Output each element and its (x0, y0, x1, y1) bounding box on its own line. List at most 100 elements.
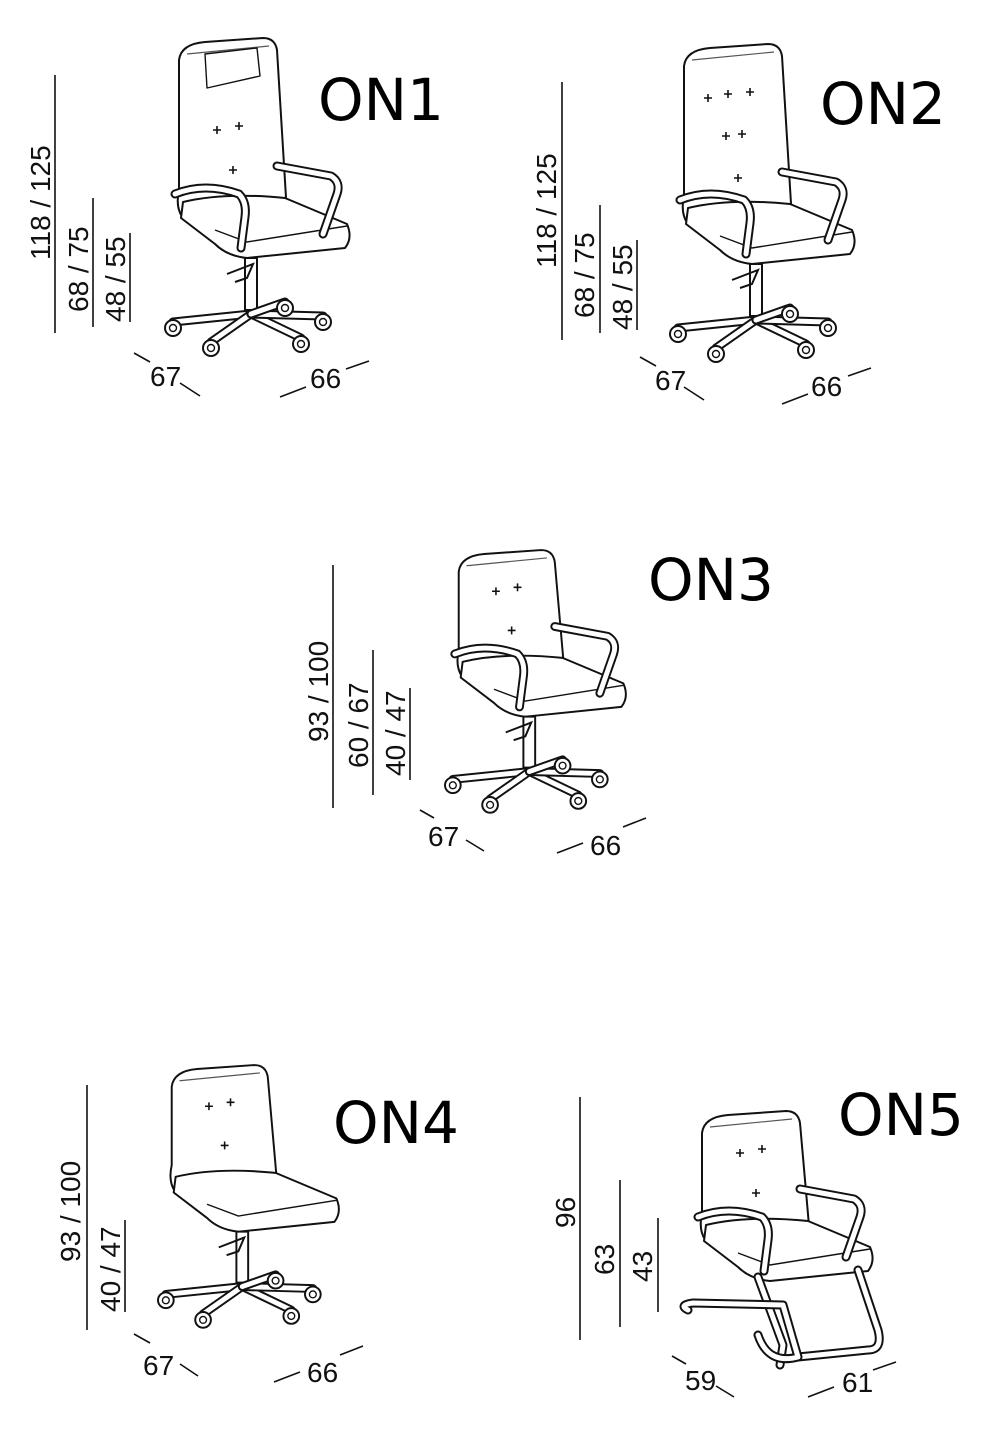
height-armrest: 68 / 75 (569, 232, 600, 318)
armrest-right (779, 169, 846, 243)
caster-hub (318, 317, 328, 327)
height-total: 96 (550, 1197, 581, 1228)
tuft-button (758, 1145, 766, 1153)
chair-drawing-on3 (444, 549, 627, 814)
tuft-button (734, 174, 742, 182)
caster-hub (673, 329, 683, 339)
caster-hub (448, 781, 457, 790)
height-seat: 48 / 55 (607, 244, 638, 330)
tuft-button (205, 1102, 213, 1111)
tuft-button (746, 88, 754, 96)
tuft-button (235, 122, 243, 130)
width-label: 66 (310, 363, 341, 394)
model-label: ON5 (838, 1081, 964, 1149)
tuft-button (738, 130, 746, 138)
backrest-edge (691, 51, 775, 61)
tilt-lever (218, 1235, 247, 1257)
armrest-left (452, 645, 527, 710)
tuft-button (722, 132, 730, 140)
caster-hub (574, 796, 583, 806)
tuft-button (492, 587, 500, 596)
tuft-button (724, 90, 732, 98)
base-leg (450, 769, 532, 782)
model-label: ON2 (820, 70, 946, 138)
height-seat: 43 (627, 1251, 658, 1282)
model-label: ON3 (648, 546, 774, 614)
depth-label: 67 (143, 1350, 174, 1381)
tuft-button (513, 583, 522, 592)
caster-hub (595, 775, 604, 784)
sled-right-leg (795, 1267, 882, 1360)
tuft-button (226, 1098, 235, 1107)
height-total: 93 / 100 (303, 641, 334, 742)
seat-edge (737, 1248, 871, 1266)
armrest-left (677, 191, 753, 257)
sled-left-leg (681, 1300, 801, 1362)
chair-drawing-on2 (669, 43, 856, 363)
model-on2: ON2 118 / 125 68 / 75 48 / 55 67 66 (531, 43, 946, 405)
seat-edge (493, 684, 624, 702)
base-leg (208, 311, 254, 345)
base-leg (200, 1284, 245, 1317)
tuft-button (220, 1141, 229, 1150)
tuft-button (229, 166, 237, 174)
depth-label: 59 (685, 1365, 716, 1396)
caster-hub (308, 1290, 317, 1299)
backrest-edge (466, 557, 547, 567)
seat-edge (214, 225, 348, 243)
caster-hub (168, 323, 178, 333)
caster-hub (801, 345, 811, 355)
seat (172, 1169, 340, 1233)
caster-hub (711, 349, 721, 359)
caster-hub (161, 1296, 170, 1305)
armrest-right (552, 624, 618, 696)
model-on5: ON5 96 63 43 59 61 (550, 1081, 964, 1398)
height-total: 118 / 125 (531, 153, 562, 268)
caster-hub (271, 1276, 280, 1285)
height-seat: 48 / 55 (100, 236, 131, 322)
tuft-button (736, 1149, 744, 1157)
height-armrest: 68 / 75 (63, 226, 94, 312)
tilt-lever (226, 262, 255, 283)
caster-hub (198, 1315, 208, 1324)
seat (180, 194, 351, 259)
tuft-button (507, 626, 516, 635)
chair-drawing-on4 (157, 1064, 340, 1329)
backrest (169, 1064, 279, 1203)
seat-edge (719, 231, 853, 249)
base-leg (713, 317, 759, 351)
tilt-lever (731, 268, 760, 289)
seat (685, 200, 856, 265)
base-leg (170, 311, 254, 325)
caster-hub (287, 1311, 296, 1321)
height-total: 118 / 125 (25, 145, 56, 260)
model-on1: ON1 118 / 125 68 / 75 48 / 55 67 66 (25, 37, 444, 398)
backrest-edge (186, 45, 270, 55)
chair-drawing-on5 (679, 1110, 884, 1370)
seat-edge (206, 1199, 337, 1217)
height-armrest: 60 / 67 (343, 682, 374, 768)
tilt-lever (505, 720, 534, 742)
depth-label: 67 (150, 361, 181, 392)
base-leg (163, 1284, 245, 1297)
seat (703, 1217, 874, 1282)
tuft-button (704, 94, 712, 102)
depth-label: 67 (655, 365, 686, 396)
tuft-button (752, 1189, 760, 1197)
model-label: ON4 (333, 1089, 459, 1157)
backrest (681, 43, 793, 234)
model-label: ON1 (318, 66, 444, 134)
armrest-left (172, 185, 248, 251)
width-label: 61 (842, 1367, 873, 1398)
tuft-button (213, 126, 221, 134)
height-seat: 40 / 47 (380, 690, 411, 776)
caster-hub (785, 309, 795, 319)
base-leg (675, 317, 759, 331)
height-armrest: 63 (589, 1244, 620, 1275)
armrest-left (695, 1208, 771, 1274)
armrest-right (797, 1186, 864, 1260)
model-on4: ON4 93 / 100 40 / 47 67 66 (55, 1064, 459, 1388)
backrest-edge (179, 1072, 260, 1082)
